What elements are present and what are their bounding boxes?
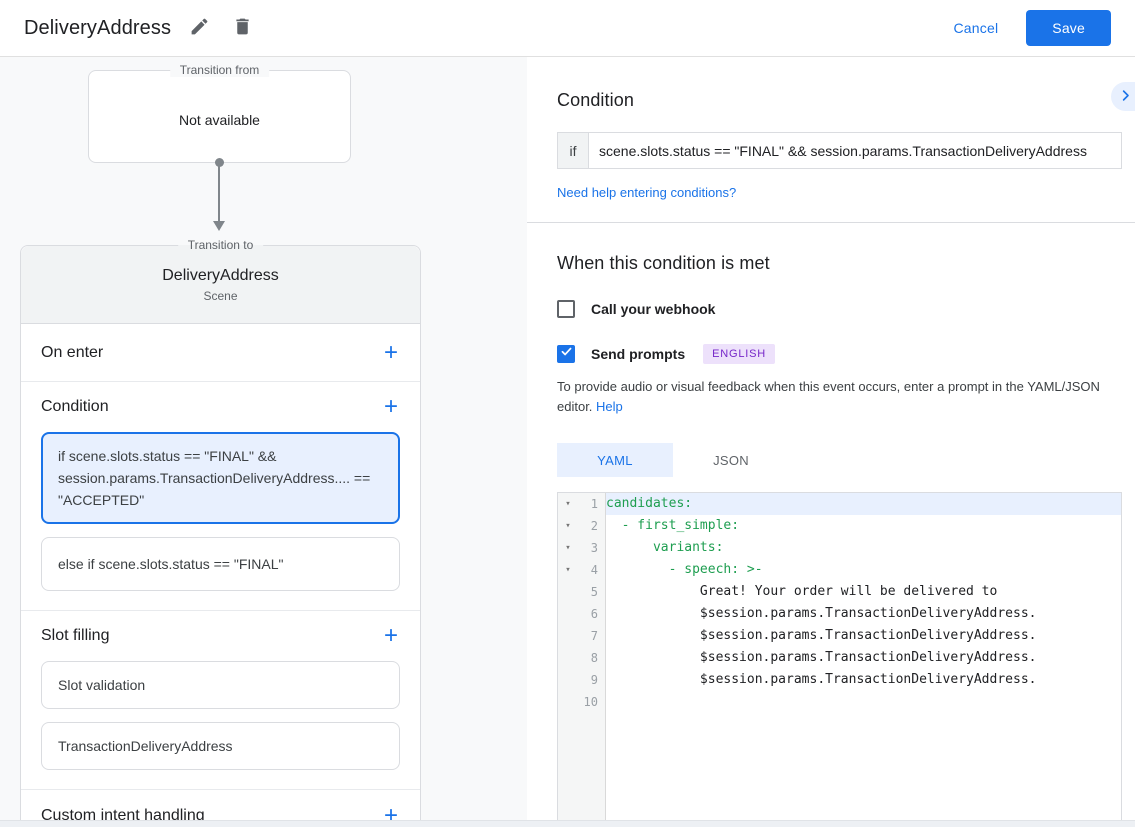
scene-card-header: DeliveryAddress Scene: [21, 246, 420, 324]
transition-from-box: Transition from Not available: [88, 63, 351, 163]
transition-from-legend: Transition from: [169, 63, 270, 77]
transition-from-value: Not available: [179, 111, 260, 128]
send-prompts-checkbox[interactable]: [557, 345, 575, 363]
code-line: $session.params.TransactionDeliveryAddre…: [606, 672, 1037, 687]
code-line: - speech: >-: [606, 562, 763, 577]
code-line: variants:: [606, 540, 724, 555]
code-line: $session.params.TransactionDeliveryAddre…: [606, 628, 1037, 643]
condition-handler-section: When this condition is met Call your web…: [527, 223, 1135, 820]
slot-validation-item[interactable]: Slot validation: [41, 661, 400, 709]
fold-toggle-icon[interactable]: ▾: [565, 521, 571, 531]
condition-expression-section: Condition if scene.slots.status == "FINA…: [527, 57, 1135, 223]
scene-name: DeliveryAddress: [162, 266, 279, 284]
line-number: 3: [590, 541, 598, 555]
cancel-button[interactable]: Cancel: [953, 20, 999, 36]
yaml-editor[interactable]: ▾ 1 ▾ 2 ▾ 3 ▾ 4 5 6 7 8 9 10 candidates: - f…: [557, 492, 1122, 820]
line-number: 9: [590, 673, 598, 687]
line-number: 10: [583, 695, 598, 709]
delete-scene-button[interactable]: [228, 12, 257, 44]
tab-yaml[interactable]: YAML: [557, 443, 673, 477]
condition-section-label: Condition: [41, 398, 109, 415]
bottom-edge: [0, 820, 1135, 827]
connector-line: [218, 163, 220, 223]
code-line: candidates:: [606, 493, 1121, 515]
line-number: 2: [590, 519, 598, 533]
pencil-icon: [189, 16, 210, 40]
editor-tabs: YAML JSON: [557, 443, 1122, 477]
condition-item-selected[interactable]: if scene.slots.status == "FINAL" && sess…: [41, 432, 400, 524]
line-number: 1: [590, 497, 598, 511]
code-line: $session.params.TransactionDeliveryAddre…: [606, 650, 1037, 665]
code-line: Great! Your order will be delivered to: [606, 584, 998, 599]
collapse-panel-button[interactable]: [1111, 82, 1135, 111]
condition-item[interactable]: else if scene.slots.status == "FINAL": [41, 537, 400, 591]
editor-code-area[interactable]: candidates: - first_simple: variants: - …: [606, 493, 1121, 820]
code-line: $session.params.TransactionDeliveryAddre…: [606, 606, 1037, 621]
condition-expression-input[interactable]: scene.slots.status == "FINAL" && session…: [599, 142, 1087, 159]
line-number: 5: [590, 585, 598, 599]
slot-filling-section: Slot filling + Slot validation Transacti…: [21, 611, 420, 790]
chevron-right-icon: [1118, 88, 1133, 106]
condition-expression-field: if scene.slots.status == "FINAL" && sess…: [557, 132, 1122, 169]
slot-filling-label: Slot filling: [41, 627, 110, 644]
add-condition-button[interactable]: +: [383, 393, 398, 420]
scene-card: Transition to DeliveryAddress Scene On e…: [20, 238, 421, 821]
page-title: DeliveryAddress: [24, 16, 172, 39]
code-line: - first_simple:: [606, 518, 740, 533]
prompt-description: To provide audio or visual feedback when…: [557, 379, 1100, 414]
condition-detail-panel: Condition if scene.slots.status == "FINA…: [527, 57, 1135, 820]
handler-heading: When this condition is met: [557, 253, 770, 273]
line-number: 4: [590, 563, 598, 577]
add-custom-intent-button[interactable]: +: [384, 804, 398, 821]
connector-dot: [215, 158, 224, 167]
custom-intent-label: Custom intent handling: [41, 807, 205, 820]
condition-heading: Condition: [557, 90, 634, 110]
line-number: 6: [590, 607, 598, 621]
add-on-enter-button[interactable]: +: [383, 338, 398, 366]
checkmark-icon: [560, 345, 573, 363]
help-link[interactable]: Help: [596, 399, 623, 414]
scene-canvas: Transition from Not available Transition…: [0, 57, 527, 820]
edit-title-button[interactable]: [185, 12, 214, 44]
app-header: DeliveryAddress Cancel Save: [0, 0, 1135, 57]
arrow-down-icon: [213, 221, 225, 231]
on-enter-section: On enter +: [21, 324, 420, 382]
line-number: 8: [590, 651, 598, 665]
add-slot-button[interactable]: +: [383, 622, 398, 649]
webhook-checkbox-row[interactable]: Call your webhook: [557, 300, 715, 318]
if-prefix-label: if: [558, 133, 589, 168]
trash-icon: [232, 16, 253, 40]
condition-section: Condition + if scene.slots.status == "FI…: [21, 382, 420, 611]
webhook-checkbox[interactable]: [557, 300, 575, 318]
custom-intent-section: Custom intent handling +: [21, 790, 420, 821]
scene-type-label: Scene: [203, 288, 238, 303]
save-button[interactable]: Save: [1026, 10, 1111, 46]
send-prompts-checkbox-row[interactable]: Send prompts ENGLISH: [557, 344, 776, 364]
condition-help-link[interactable]: Need help entering conditions?: [557, 185, 737, 200]
fold-toggle-icon[interactable]: ▾: [565, 543, 571, 553]
tab-json[interactable]: JSON: [713, 452, 749, 468]
fold-toggle-icon[interactable]: ▾: [565, 499, 571, 509]
transition-to-legend: Transition to: [177, 238, 264, 252]
language-badge: ENGLISH: [703, 344, 776, 364]
on-enter-label: On enter: [41, 343, 104, 361]
webhook-label: Call your webhook: [591, 301, 716, 317]
fold-toggle-icon[interactable]: ▾: [565, 565, 571, 575]
code-line: [606, 691, 1121, 713]
editor-gutter: ▾ 1 ▾ 2 ▾ 3 ▾ 4 5 6 7 8 9 10: [558, 493, 606, 820]
line-number: 7: [590, 629, 598, 643]
slot-item[interactable]: TransactionDeliveryAddress: [41, 722, 400, 770]
send-prompts-label: Send prompts: [591, 346, 686, 362]
